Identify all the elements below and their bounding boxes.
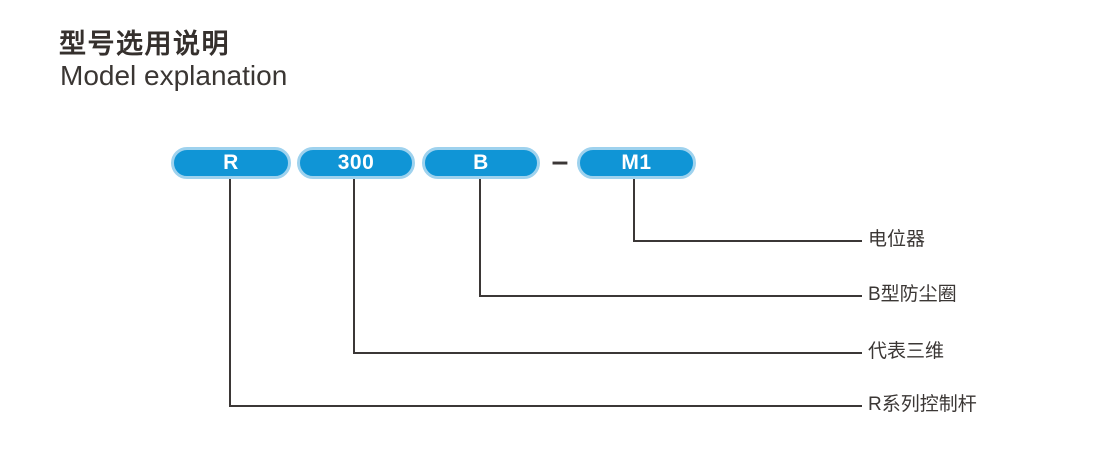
model-segment-pill-r: R [171, 147, 291, 179]
connector-line-m1 [633, 179, 862, 242]
label-potentiometer: 电位器 [868, 229, 926, 250]
model-segment-pill-b: B [422, 147, 540, 179]
label-three-dimensional: 代表三维 [868, 341, 945, 362]
model-segment-pill-m1: M1 [577, 147, 696, 179]
model-segment-pill-300: 300 [297, 147, 415, 179]
label-r-series-control-lever: R系列控制杆 [868, 394, 977, 415]
model-separator-dash: – [551, 145, 569, 178]
page-title-en: Model explanation [60, 60, 288, 91]
label-b-type-dust-ring: B型防尘圈 [868, 284, 957, 305]
page-title-zh: 型号选用说明 [59, 29, 230, 59]
connector-line-r-series [229, 179, 862, 407]
connector-line-300 [353, 179, 862, 354]
connector-line-b [479, 179, 862, 297]
